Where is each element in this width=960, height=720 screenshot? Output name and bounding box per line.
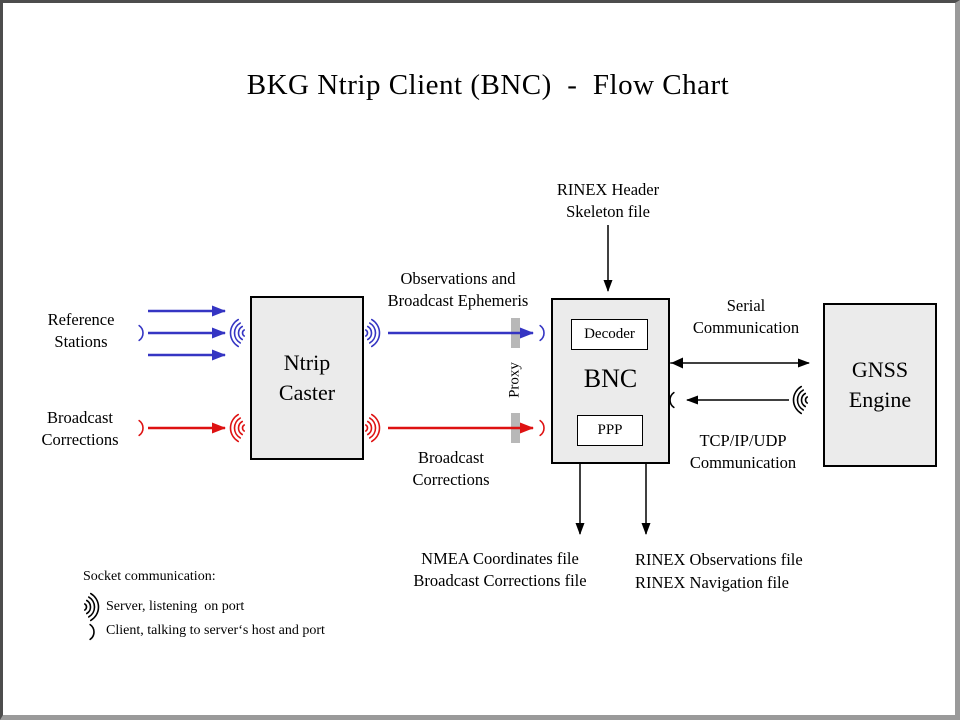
- reference-stations-label: Reference Stations: [47, 310, 115, 351]
- decoder-label: Decoder: [584, 326, 635, 342]
- ppp-label: PPP: [597, 422, 623, 438]
- node-ntrip-caster: Ntrip Caster: [250, 296, 364, 460]
- diagram-arrows-layer: [83, 225, 810, 641]
- legend-server-text: Server, listening on port: [106, 599, 245, 614]
- page-title: BKG Ntrip Client (BNC) - Flow Chart: [246, 69, 730, 101]
- client-socket-icon: [539, 324, 545, 342]
- legend-server-socket-icon: [83, 592, 100, 622]
- server-socket-icon: [364, 413, 381, 443]
- server-socket-icon: [229, 413, 246, 443]
- rinex-header-label: RINEX Header Skeleton file: [556, 180, 660, 221]
- nmea-output-label: NMEA Coordinates file Broadcast Correcti…: [413, 549, 587, 590]
- client-socket-icon: [138, 419, 144, 437]
- legend-client-text: Client, talking to server‘s host and por…: [106, 623, 325, 638]
- node-decoder: Decoder: [571, 319, 648, 350]
- client-socket-icon: [669, 391, 675, 409]
- ntrip-caster-label-line2: Caster: [278, 380, 336, 405]
- bnc-label: BNC: [583, 364, 638, 393]
- node-gnss-engine: GNSS Engine: [823, 303, 937, 467]
- node-ppp: PPP: [577, 415, 643, 446]
- serial-communication-label: Serial Communication: [692, 296, 800, 337]
- server-socket-icon: [229, 318, 246, 348]
- serial-arrow-lefthead: [671, 357, 683, 369]
- client-socket-icon: [138, 324, 144, 342]
- server-socket-icon: [364, 318, 381, 348]
- ntrip-caster-label-line1: Ntrip: [283, 350, 331, 375]
- broadcast-corrections-mid-label: Broadcast Corrections: [412, 448, 490, 489]
- rinex-output-label: RINEX Observations file RINEX Navigation…: [635, 550, 803, 592]
- gnss-label-line2: Engine: [848, 387, 912, 412]
- client-socket-icon: [539, 419, 545, 437]
- observations-label: Observations and Broadcast Ephemeris: [387, 269, 529, 310]
- legend-client-socket-icon: [89, 623, 95, 641]
- broadcast-corrections-left-label: Broadcast Corrections: [41, 408, 119, 449]
- server-socket-icon: [792, 385, 809, 415]
- node-bnc: Decoder BNC PPP: [551, 298, 670, 464]
- tcpip-communication-label: TCP/IP/UDP Communication: [689, 431, 797, 472]
- legend-title: Socket communication:: [83, 569, 216, 584]
- gnss-label-line1: GNSS: [851, 357, 909, 382]
- proxy-label: Proxy: [506, 362, 523, 398]
